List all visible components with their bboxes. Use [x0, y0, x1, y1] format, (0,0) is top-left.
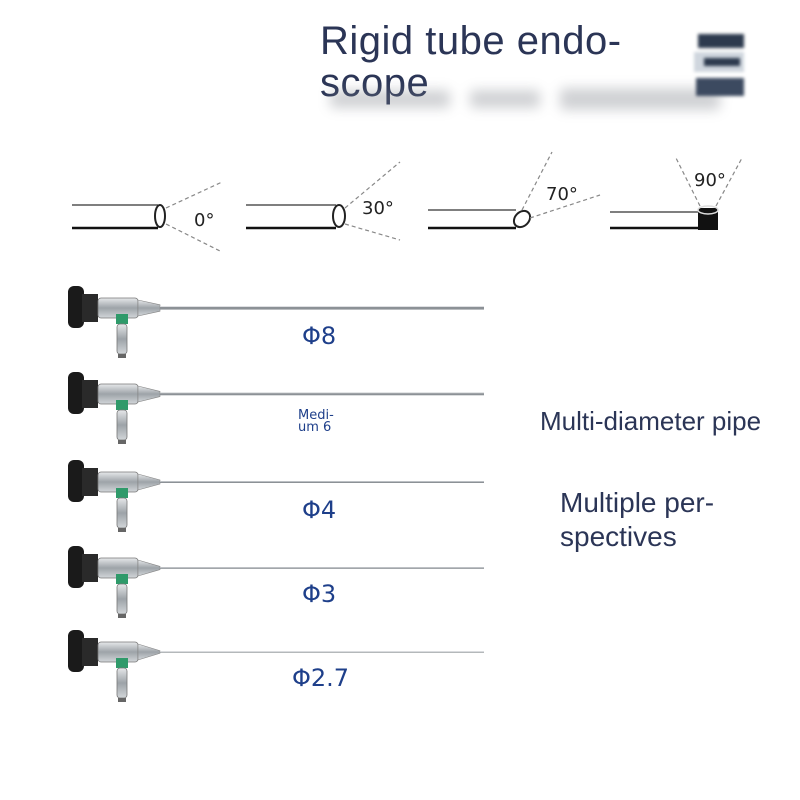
feature-multi-diameter: Multi-diameter pipe	[540, 406, 762, 436]
endoscope-8mm	[60, 280, 490, 370]
scope-shaft	[160, 392, 484, 396]
light-post-ring	[116, 488, 128, 498]
light-post-ring	[116, 400, 128, 410]
light-post-tip	[118, 354, 126, 358]
diameter-label-8: Φ8	[302, 322, 337, 350]
light-post	[116, 667, 128, 699]
light-post-tip	[118, 440, 126, 444]
eyepiece-cup-icon	[68, 286, 84, 328]
blurred-subtitle	[330, 70, 750, 120]
angle-30-diagram	[246, 161, 401, 241]
light-post-tip	[118, 614, 126, 618]
eyepiece-neck	[82, 638, 98, 666]
angle-0-diagram	[72, 181, 223, 253]
scope-shaft	[160, 481, 484, 483]
light-post-ring	[116, 574, 128, 584]
diameter-label-6: Medi- um 6	[298, 408, 334, 435]
page-title: Rigid tube endo- scope	[320, 19, 622, 105]
scope-shaft	[160, 567, 484, 569]
angle-label-90: 90°	[694, 170, 726, 191]
feature-multi-perspective: Multiple per- spectives	[560, 487, 715, 552]
light-post-tip	[118, 528, 126, 532]
light-post-tip	[118, 698, 126, 702]
angle-label-70: 70°	[546, 184, 578, 205]
endoscope-4mm	[60, 454, 490, 544]
eyepiece-cup-icon	[68, 372, 84, 414]
diameter-label-3: Φ3	[302, 580, 337, 608]
endoscope-3mm	[60, 540, 490, 630]
eyepiece-cup-icon	[68, 630, 84, 672]
light-post-ring	[116, 658, 128, 668]
scope-taper	[137, 559, 161, 577]
scope-taper	[137, 643, 161, 661]
eyepiece-neck	[82, 468, 98, 496]
light-post	[116, 409, 128, 441]
scope-shaft	[160, 306, 484, 310]
diameter-label-2-7: Φ2.7	[292, 664, 350, 692]
angle-label-0: 0°	[194, 210, 215, 231]
endoscope-2-7mm	[60, 624, 490, 714]
angle-label-30: 30°	[362, 198, 394, 219]
scope-taper	[137, 299, 161, 317]
angle-diagram-graphics	[72, 151, 743, 253]
scope-taper	[137, 385, 161, 403]
eyepiece-cup-icon	[68, 460, 84, 502]
angle-70-diagram	[428, 151, 601, 230]
scope-taper	[137, 473, 161, 491]
endoscope-6mm	[60, 366, 490, 456]
brand-logo-icon	[694, 34, 744, 96]
eyepiece-neck	[82, 554, 98, 582]
eyepiece-neck	[82, 380, 98, 408]
light-post	[116, 497, 128, 529]
light-post-ring	[116, 314, 128, 324]
eyepiece-cup-icon	[68, 546, 84, 588]
scope-shaft	[160, 651, 484, 653]
light-post	[116, 323, 128, 355]
viewing-angle-diagrams: 0° 30° 70° 90°	[0, 140, 800, 270]
diameter-label-4: Φ4	[302, 496, 337, 524]
eyepiece-neck	[82, 294, 98, 322]
light-post	[116, 583, 128, 615]
angle-90-diagram	[610, 157, 743, 230]
